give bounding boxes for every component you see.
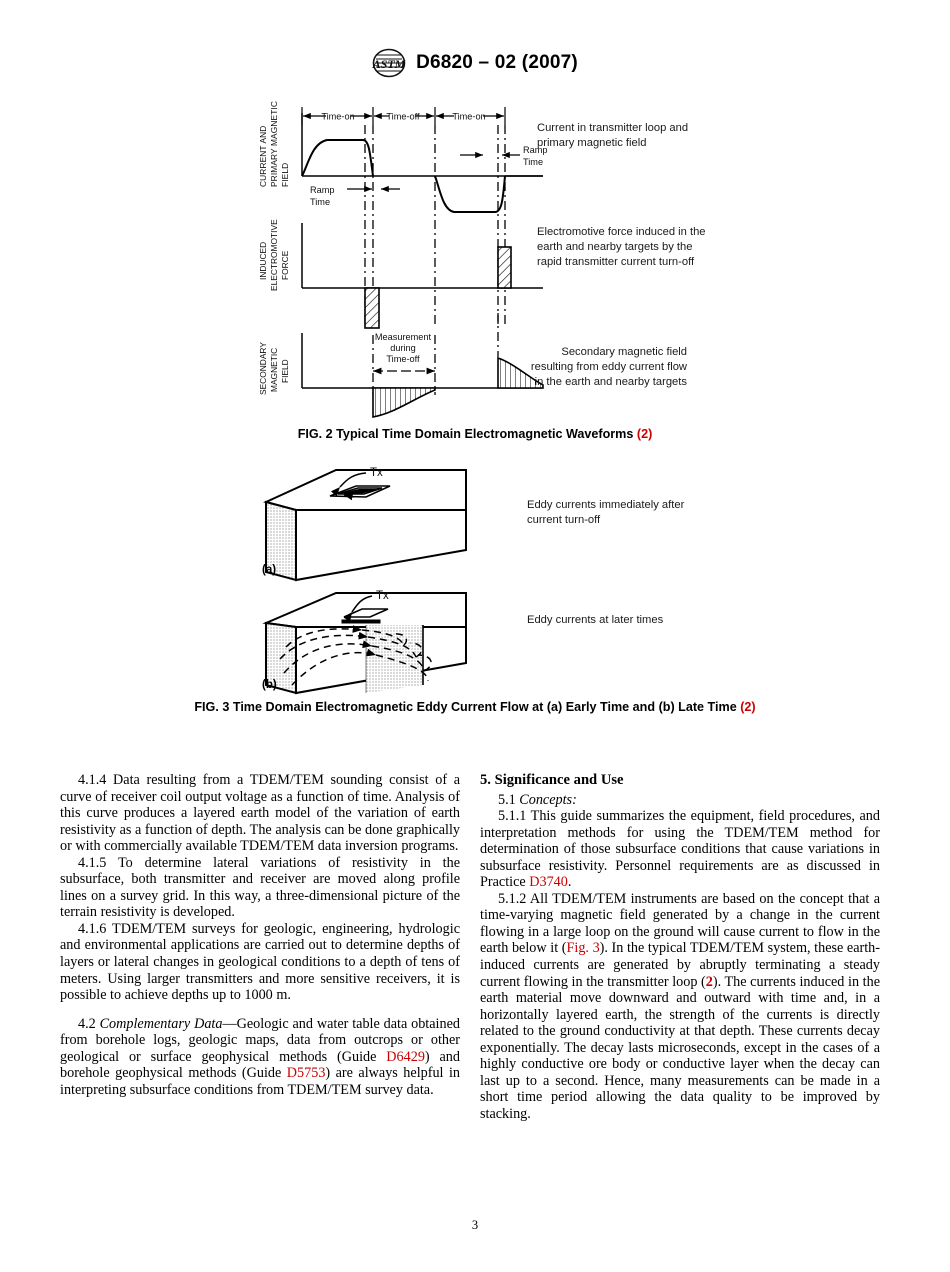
tx-current-arrow xyxy=(343,493,355,501)
figure-2-svg: CURRENT AND PRIMARY MAGNETIC FIELD INDUC… xyxy=(258,101,548,418)
svg-text:FIELD: FIELD xyxy=(280,359,290,383)
figure-2-ramp-time-right: Ramp Time xyxy=(460,145,548,167)
figure-3-caption: FIG. 3 Time Domain Electromagnetic Eddy … xyxy=(0,700,950,714)
figure-3b-svg: Tx xyxy=(262,590,467,695)
figure-3-panel-b: Tx xyxy=(258,585,518,695)
figure-3-note-late: Eddy currents at later times xyxy=(527,614,664,626)
paragraph-5-1-number: 5.1 xyxy=(498,791,516,808)
figure-2-timing-brackets: Time-on Time-off Time-on xyxy=(301,107,506,125)
reference-d5753[interactable]: D5753 xyxy=(286,1065,326,1082)
paragraph-4-1-6: 4.1.6 TDEM/TEM surveys for geologic, eng… xyxy=(60,920,460,1004)
svg-text:SECONDARY: SECONDARY xyxy=(258,342,268,395)
paragraph-5-1-1: 5.1.1 This guide summarizes the equipmen… xyxy=(480,808,880,891)
document-header: ASTM D6820 – 02 (2007) xyxy=(0,48,950,78)
svg-text:CURRENT AND: CURRENT AND xyxy=(258,126,268,187)
paragraph-5-1-title: Concepts: xyxy=(519,791,577,808)
svg-text:Time-off: Time-off xyxy=(386,354,420,364)
figure-2-caption: FIG. 2 Typical Time Domain Electromagnet… xyxy=(0,427,950,441)
figure-2-note-emf: Electromotive force induced in the earth… xyxy=(537,226,706,268)
body-column-left: 4.1.4 Data resulting from a TDEM/TEM sou… xyxy=(60,772,460,1098)
emf-positive-spike xyxy=(497,246,512,289)
paragraph-4-2-number: 4.2 xyxy=(78,1015,96,1032)
ground-block-front-face xyxy=(295,509,467,582)
figure-2-panel-secondary xyxy=(301,333,544,418)
tx-label-b: Tx xyxy=(376,590,389,602)
svg-text:Time: Time xyxy=(310,197,330,207)
timing-label-time-off: Time-off xyxy=(386,112,420,122)
figure-3a-svg: Tx xyxy=(263,467,467,582)
figure-3-caption-ref: (2) xyxy=(740,700,756,714)
paragraph-4-1-4: 4.1.4 Data resulting from a TDEM/TEM sou… xyxy=(60,772,460,855)
svg-text:INDUCED: INDUCED xyxy=(258,242,268,280)
figure-3-panel-a: Tx xyxy=(258,462,518,587)
svg-text:Ramp: Ramp xyxy=(310,185,335,195)
paragraph-4-2: 4.2 Complementary Data—Geologic and wate… xyxy=(60,1016,460,1099)
figure-2-axis-label-panel1: CURRENT AND PRIMARY MAGNETIC FIELD xyxy=(258,101,290,187)
tx-label-a: Tx xyxy=(370,467,383,479)
figure-2-ramp-time-left: Ramp Time xyxy=(310,185,400,207)
figure-2-guide-lines-lower xyxy=(372,313,499,395)
timing-label-time-on-1: Time-on xyxy=(321,112,354,122)
svg-text:FORCE: FORCE xyxy=(280,250,290,280)
svg-text:ELECTROMOTIVE: ELECTROMOTIVE xyxy=(269,219,279,291)
paragraph-5-1-1-text-2: . xyxy=(567,874,572,891)
figure-2-axis-label-panel3: SECONDARY MAGNETIC FIELD xyxy=(258,342,290,395)
figure-3-label-b: (b) xyxy=(262,679,277,691)
emf-negative-spike xyxy=(364,287,380,329)
ground-cross-section-b xyxy=(366,625,423,693)
paragraph-5-1-2: 5.1.2 All TDEM/TEM instruments are based… xyxy=(480,891,880,1123)
svg-text:FIELD: FIELD xyxy=(280,163,290,187)
paragraph-4-2-title: Complementary Data xyxy=(99,1015,223,1032)
figure-3-caption-text: FIG. 3 Time Domain Electromagnetic Eddy … xyxy=(194,700,737,714)
tx-leader-line xyxy=(330,472,367,497)
svg-text:PRIMARY MAGNETIC: PRIMARY MAGNETIC xyxy=(269,101,279,187)
figure-2-guide-lines xyxy=(364,125,506,327)
figure-3-label-a: (a) xyxy=(262,564,277,576)
figure-2-panel-emf xyxy=(301,223,543,329)
svg-text:during: during xyxy=(390,343,416,353)
svg-text:Ramp: Ramp xyxy=(523,145,548,155)
paragraph-5-1-2-text-2: ). In the typical TDEM/TEM system, these… xyxy=(480,940,880,990)
tx-leader-line-b xyxy=(343,595,373,622)
figure-2-panel-current: Time-on Time-off Time-on Ramp Time xyxy=(301,107,548,213)
body-column-right: 5. Significance and Use 5.1 Concepts: 5.… xyxy=(480,772,880,1122)
document-title: D6820 – 02 (2007) xyxy=(416,52,578,73)
svg-text:MAGNETIC: MAGNETIC xyxy=(269,348,279,392)
section-heading-5: 5. Significance and Use xyxy=(480,772,624,788)
reference-fig-3[interactable]: Fig. 3 xyxy=(566,940,600,957)
svg-text:ASTM: ASTM xyxy=(372,57,406,71)
paragraph-5-1-2-text-3: ). The currents induced in the earth mat… xyxy=(480,973,880,1122)
figure-2-caption-ref: (2) xyxy=(636,427,653,441)
paragraph-5-1: 5.1 Concepts: xyxy=(480,792,880,809)
figure-2-note-secondary: Secondary magnetic field resulting from … xyxy=(530,346,687,388)
body-text-columns: 4.1.4 Data resulting from a TDEM/TEM sou… xyxy=(60,772,890,1202)
secondary-positive-decay xyxy=(497,356,544,389)
page-number: 3 xyxy=(471,1218,479,1232)
tx-loop-outer-b xyxy=(343,608,389,618)
astm-logo-icon: ASTM xyxy=(372,48,406,78)
figure-2-measurement-annotation: Measurement during Time-off xyxy=(373,332,435,375)
reference-d3740[interactable]: D3740 xyxy=(529,874,568,891)
tx-loop-base-b xyxy=(341,619,381,624)
figure-2-note-current: Current in transmitter loop and primary … xyxy=(537,122,689,149)
paragraph-4-2-text-3: ) are always helpful in interpreting sub… xyxy=(60,1065,460,1098)
eddy-current-loops-b xyxy=(279,625,432,686)
figure-2-axis-label-panel2: INDUCED ELECTROMOTIVE FORCE xyxy=(258,219,290,291)
svg-text:Measurement: Measurement xyxy=(375,332,432,342)
tx-loop-core xyxy=(343,489,377,494)
timing-label-time-on-2: Time-on xyxy=(452,112,485,122)
secondary-negative-decay xyxy=(372,387,436,418)
paragraph-5-1-2-text-1: 5.1.2 All TDEM/TEM instruments are based… xyxy=(480,890,880,957)
figure-2-caption-text: FIG. 2 Typical Time Domain Electromagnet… xyxy=(297,427,634,441)
reference-d6429[interactable]: D6429 xyxy=(386,1048,425,1065)
paragraph-4-2-text-1: —Geologic and water table data obtained … xyxy=(60,1015,460,1065)
paragraph-4-1-5: 4.1.5 To determine lateral variations of… xyxy=(60,854,460,921)
figure-2-waveforms: CURRENT AND PRIMARY MAGNETIC FIELD INDUC… xyxy=(255,95,695,420)
reference-citation-2[interactable]: 2 xyxy=(705,973,713,990)
paragraph-5-1-1-text-1: 5.1.1 This guide summarizes the equipmen… xyxy=(480,808,880,891)
svg-text:Time: Time xyxy=(523,157,543,167)
paragraph-4-2-text-2: ) and borehole geophysical methods (Guid… xyxy=(60,1048,460,1082)
figure-3-note-early: Eddy currents immediately after current … xyxy=(527,499,685,526)
